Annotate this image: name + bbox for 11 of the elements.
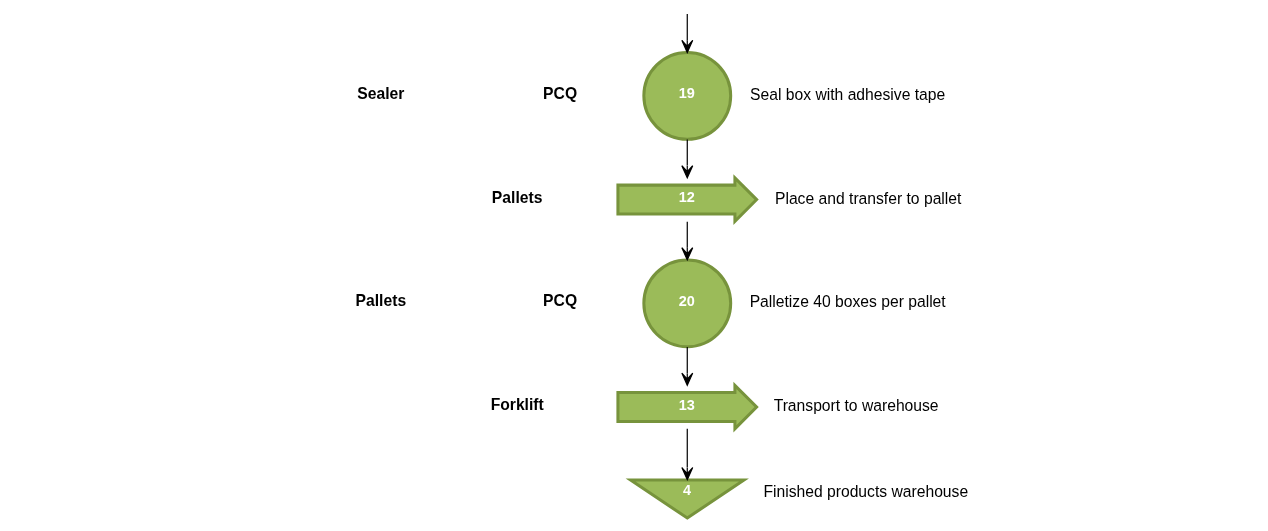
node-label: Transport to warehouse xyxy=(773,397,939,415)
label: PCQ xyxy=(542,84,577,102)
node-label: Palletize 40 boxes per pallet xyxy=(749,293,946,311)
node-label: Place and transfer to pallet xyxy=(774,189,961,207)
label: PCQ xyxy=(542,292,577,310)
label: Pallets xyxy=(355,292,406,310)
label: Pallets xyxy=(491,188,542,206)
label: Forklift xyxy=(490,395,544,413)
label: Sealer xyxy=(356,84,404,102)
node-label: Seal box with adhesive tape xyxy=(749,85,945,103)
node-label: Finished products warehouse xyxy=(762,482,968,500)
